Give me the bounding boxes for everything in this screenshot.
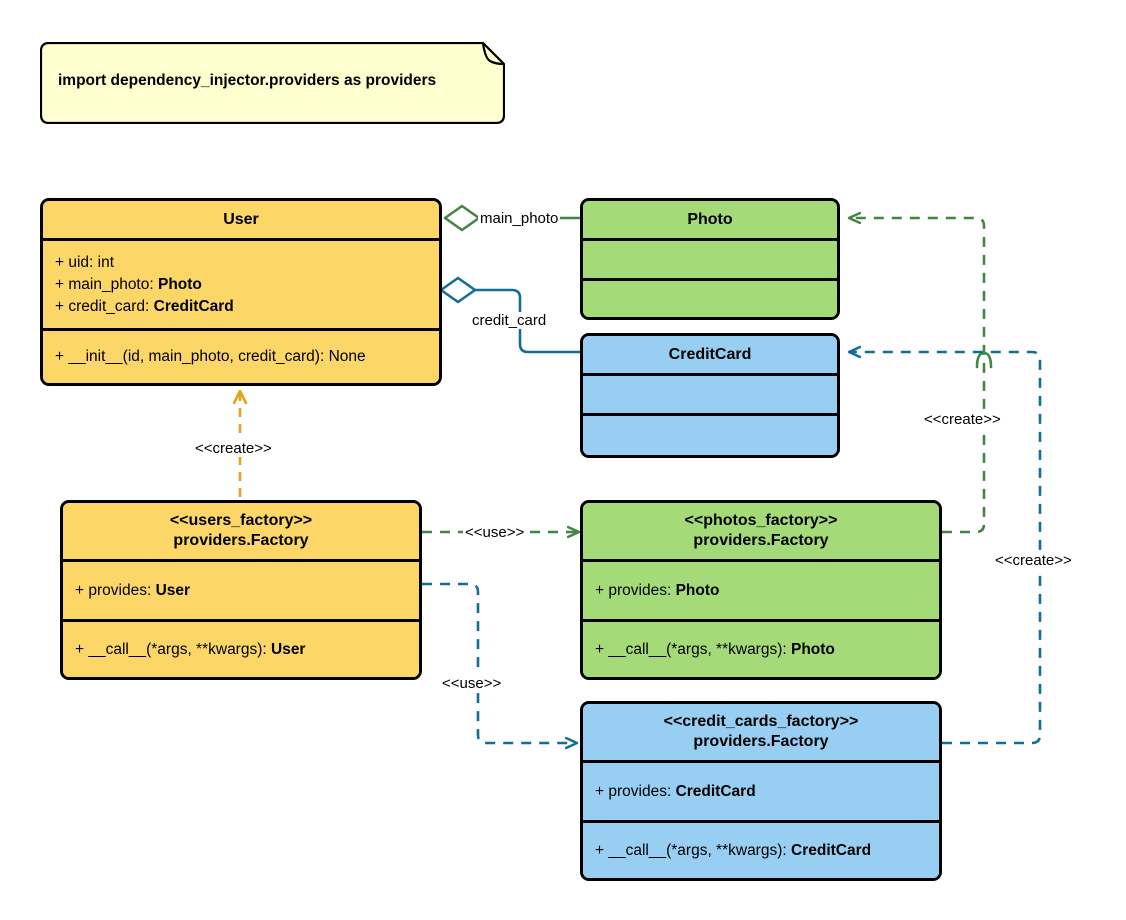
class-user[interactable]: User + uid: int + main_photo: Photo + cr… bbox=[40, 198, 442, 386]
class-users-factory-header: <<users_factory>> providers.Factory bbox=[63, 503, 419, 562]
class-credit-card-attributes bbox=[583, 376, 837, 416]
class-credit-card[interactable]: CreditCard bbox=[580, 333, 840, 458]
class-photo-title: Photo bbox=[687, 210, 733, 228]
class-credit-cards-factory-title: providers.Factory bbox=[693, 733, 829, 750]
method-row: + __call__(*args, **kwargs): Photo bbox=[595, 640, 835, 658]
class-photo-header: Photo bbox=[583, 201, 837, 241]
class-photos-factory-title: providers.Factory bbox=[693, 532, 829, 549]
method-row: + __init__(id, main_photo, credit_card):… bbox=[55, 348, 366, 365]
class-users-factory-stereotype: <<users_factory>> bbox=[169, 512, 313, 530]
class-users-factory-methods: + __call__(*args, **kwargs): User bbox=[63, 622, 419, 677]
attribute-row: + uid: int bbox=[55, 253, 115, 271]
attribute-row: + main_photo: Photo bbox=[55, 275, 202, 293]
edge-label-use-credit-cards: <<use>> bbox=[440, 675, 504, 692]
class-photo-attributes bbox=[583, 241, 837, 281]
class-credit-card-header: CreditCard bbox=[583, 336, 837, 376]
class-photos-factory-header: <<photos_factory>> providers.Factory bbox=[583, 503, 939, 562]
method-row: + __call__(*args, **kwargs): CreditCard bbox=[595, 841, 872, 859]
attribute-row: + provides: CreditCard bbox=[595, 782, 756, 800]
aggregation-diamond-credit-card bbox=[439, 276, 477, 304]
class-photos-factory-stereotype: <<photos_factory>> bbox=[684, 512, 838, 530]
edge-label-create-credit-card: <<create>> bbox=[993, 552, 1074, 569]
note-text: import dependency_injector.providers as … bbox=[58, 72, 437, 89]
class-user-title: User bbox=[223, 210, 259, 228]
note-import: import dependency_injector.providers as … bbox=[39, 41, 506, 125]
class-photos-factory-methods: + __call__(*args, **kwargs): Photo bbox=[583, 622, 939, 677]
class-photo[interactable]: Photo bbox=[580, 198, 840, 320]
aggregation-diamond-main-photo bbox=[443, 204, 481, 232]
class-credit-card-methods bbox=[583, 416, 837, 455]
class-credit-cards-factory-stereotype: <<credit_cards_factory>> bbox=[663, 713, 859, 731]
class-user-methods: + __init__(id, main_photo, credit_card):… bbox=[43, 331, 439, 383]
class-user-attributes: + uid: int + main_photo: Photo + credit_… bbox=[43, 241, 439, 331]
class-user-header: User bbox=[43, 201, 439, 241]
class-credit-card-title: CreditCard bbox=[668, 345, 752, 363]
attribute-row: + credit_card: CreditCard bbox=[55, 297, 234, 315]
method-row: + __call__(*args, **kwargs): User bbox=[75, 640, 306, 658]
class-credit-cards-factory-header: <<credit_cards_factory>> providers.Facto… bbox=[583, 704, 939, 763]
note-shape bbox=[39, 41, 506, 125]
edge-label-main-photo: main_photo bbox=[478, 210, 561, 227]
class-credit-cards-factory-attributes: + provides: CreditCard bbox=[583, 763, 939, 823]
class-users-factory-title: providers.Factory bbox=[173, 532, 309, 549]
edge-use-credit-cards-factory bbox=[422, 582, 576, 743]
edge-label-credit-card: credit_card bbox=[470, 312, 549, 329]
class-photos-factory-attributes: + provides: Photo bbox=[583, 562, 939, 622]
class-photo-methods bbox=[583, 281, 837, 317]
class-users-factory[interactable]: <<users_factory>> providers.Factory + pr… bbox=[60, 500, 422, 680]
attribute-row: + provides: User bbox=[75, 581, 191, 599]
attribute-row: + provides: Photo bbox=[595, 581, 720, 599]
class-credit-cards-factory-methods: + __call__(*args, **kwargs): CreditCard bbox=[583, 823, 939, 878]
class-credit-cards-factory[interactable]: <<credit_cards_factory>> providers.Facto… bbox=[580, 701, 942, 881]
class-users-factory-attributes: + provides: User bbox=[63, 562, 419, 622]
edge-label-create-user: <<create>> bbox=[193, 440, 274, 457]
edge-create-photo bbox=[850, 218, 993, 534]
edge-label-use-photos: <<use>> bbox=[463, 524, 527, 541]
class-photos-factory[interactable]: <<photos_factory>> providers.Factory + p… bbox=[580, 500, 942, 680]
edge-label-create-photo: <<create>> bbox=[922, 411, 1003, 428]
